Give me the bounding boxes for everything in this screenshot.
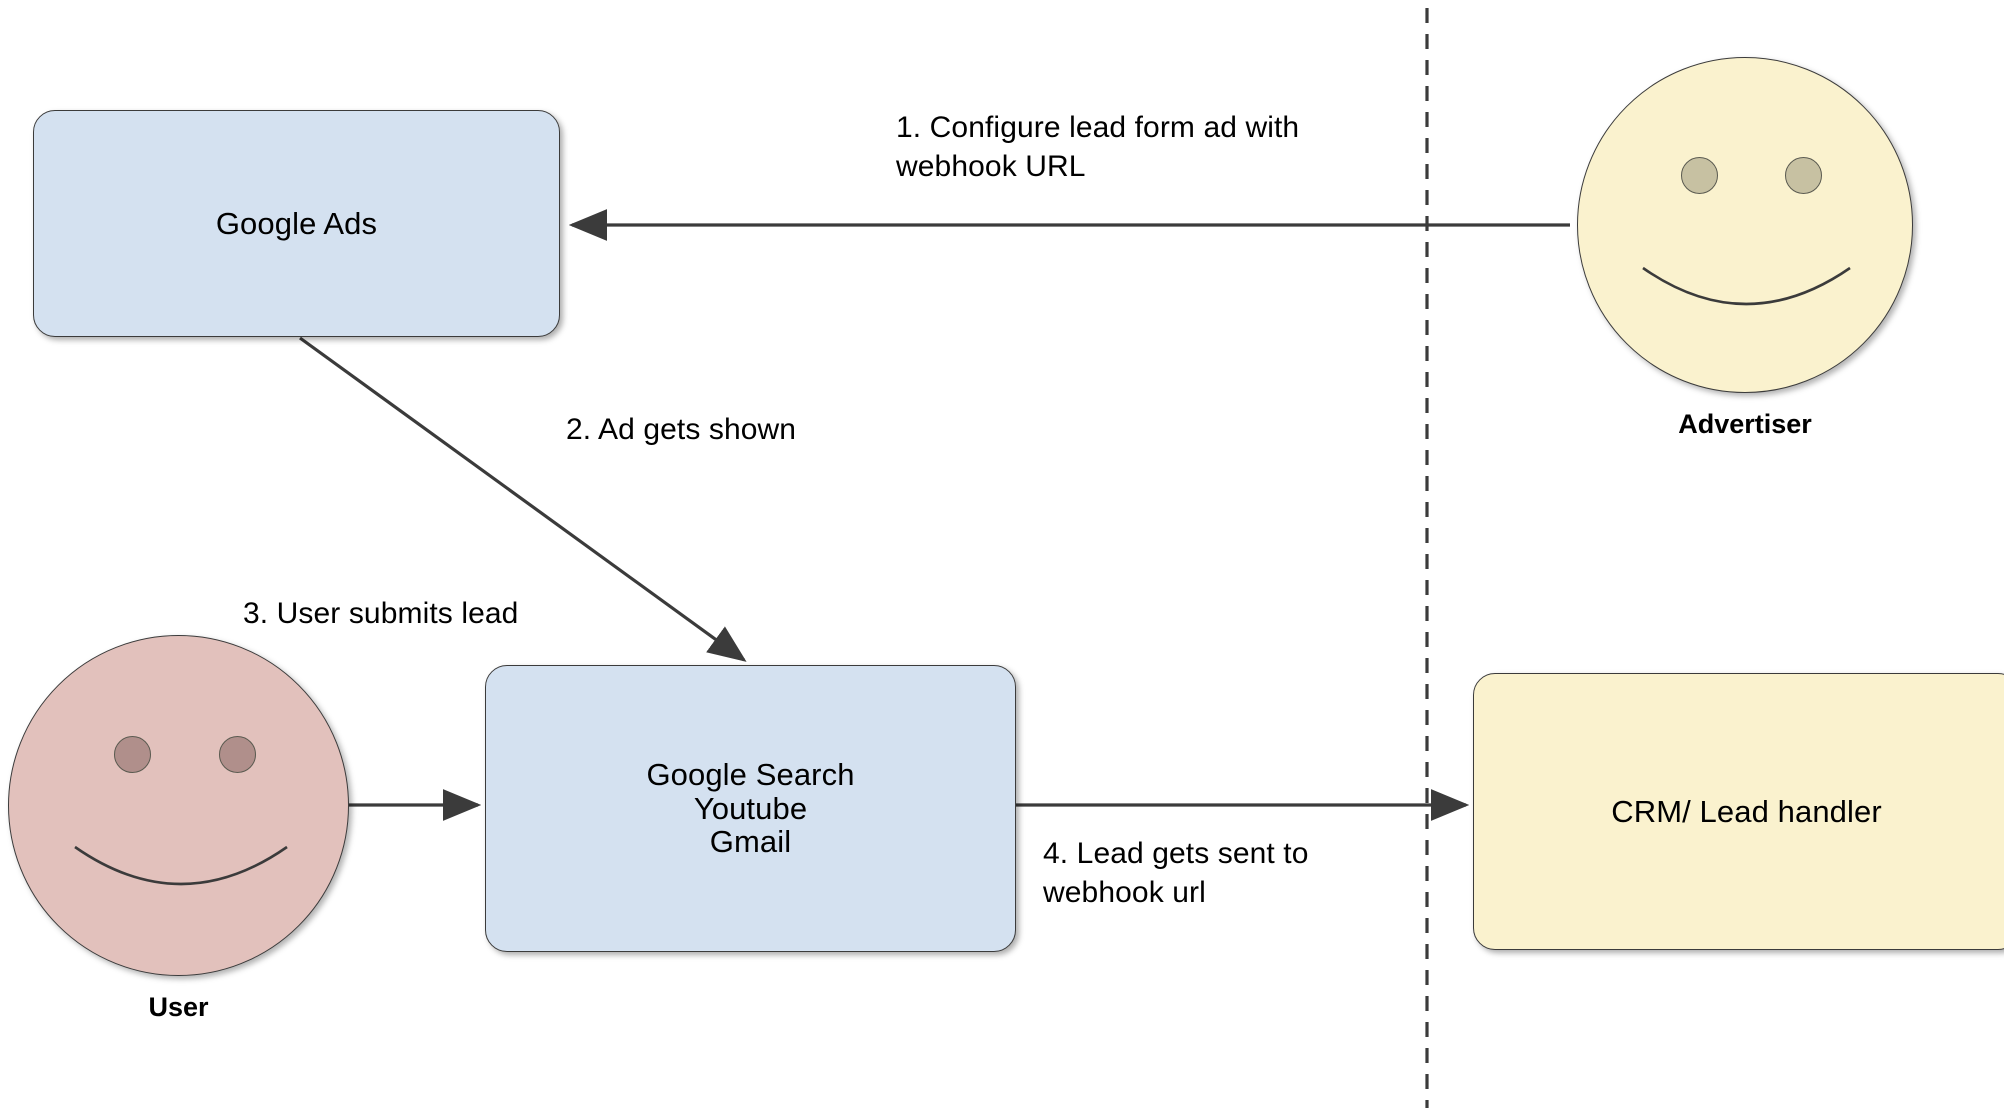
node-crm-label: CRM/ Lead handler — [1611, 793, 1882, 829]
actor-advertiser[interactable]: Advertiser — [1577, 57, 1913, 439]
edge-label-4: 4. Lead gets sent to webhook url — [1043, 837, 1309, 909]
node-google-ads-label: Google Ads — [215, 205, 378, 241]
edge-label-3: 3. User submits lead — [243, 597, 519, 630]
node-google-surfaces-label: Google Search Youtube Gmail — [646, 757, 855, 860]
node-google-ads[interactable]: Google Ads — [33, 110, 560, 337]
actor-advertiser-label: Advertiser — [1678, 409, 1812, 439]
node-google-surfaces[interactable]: Google Search Youtube Gmail — [485, 665, 1016, 952]
node-crm[interactable]: CRM/ Lead handler — [1473, 673, 2004, 950]
advertiser-right-eye — [1785, 157, 1822, 194]
advertiser-smile — [1642, 266, 1851, 306]
user-right-eye — [219, 736, 256, 773]
edge-label-2: 2. Ad gets shown — [566, 413, 797, 446]
actor-user[interactable]: User — [8, 635, 349, 1022]
advertiser-face — [1577, 57, 1913, 393]
user-face — [8, 635, 349, 976]
actor-user-label: User — [148, 992, 209, 1022]
user-smile — [74, 845, 288, 886]
user-left-eye — [114, 736, 151, 773]
advertiser-left-eye — [1681, 157, 1718, 194]
edge-label-1: 1. Configure lead form ad with webhook U… — [896, 111, 1300, 183]
